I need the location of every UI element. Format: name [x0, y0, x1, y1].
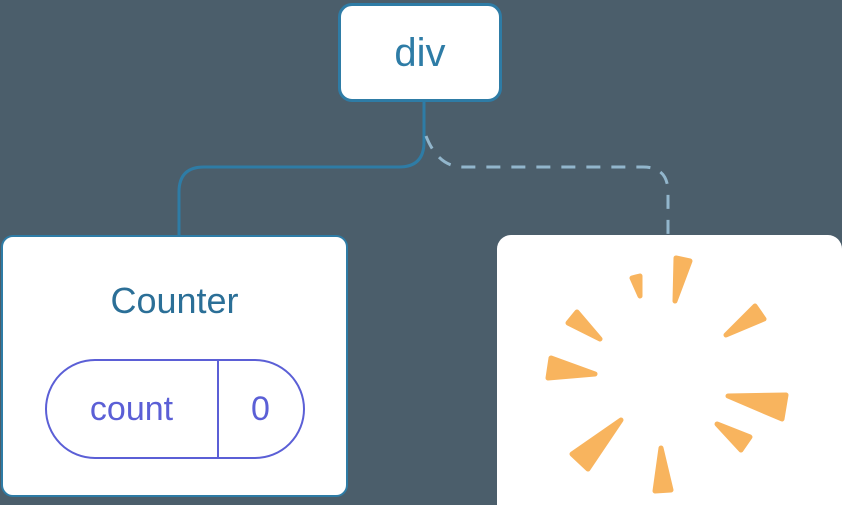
poof-ray: [629, 273, 643, 299]
state-value: 0: [251, 389, 270, 428]
poof-ray: [725, 392, 789, 422]
state-name: count: [47, 361, 219, 457]
solid-connector-line: [177, 101, 426, 236]
poof-ray: [723, 303, 767, 338]
poof-icon: [545, 255, 789, 494]
poof-ray: [652, 445, 674, 494]
poof-ray: [569, 417, 624, 472]
state-pill: count 0: [44, 359, 305, 459]
removed-component-card: [497, 235, 842, 505]
poof-ray: [565, 309, 603, 342]
component-title: Counter: [110, 280, 239, 321]
root-node-div: div: [338, 3, 502, 102]
poof-ray: [545, 355, 598, 381]
poof-ray: [714, 421, 753, 453]
poof-ray: [672, 255, 693, 304]
counter-component-card: Counter count 0: [1, 235, 348, 497]
root-node-label: div: [394, 30, 446, 75]
dashed-connector-line: [424, 135, 670, 236]
